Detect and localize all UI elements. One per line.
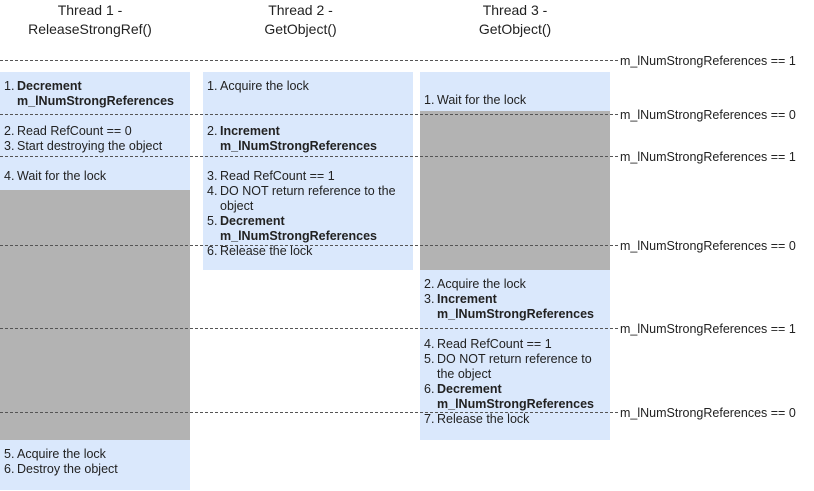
thread2-step-3: 3.Read RefCount == 1 <box>207 169 335 183</box>
timeline-divider <box>0 60 618 61</box>
refcount-label: m_lNumStrongReferences == 1 <box>620 54 796 68</box>
thread2-step-4: 4.DO NOT return reference to the object <box>207 184 396 213</box>
refcount-label: m_lNumStrongReferences == 1 <box>620 150 796 164</box>
thread1-step-2: 2.Read RefCount == 0 <box>4 124 132 138</box>
thread2-step-6: 6.Release the lock <box>207 244 313 258</box>
thread1-step-1: 1.Decrement m_lNumStrongReferences <box>4 79 174 108</box>
thread3-step-5: 5.DO NOT return reference to the object <box>424 352 592 381</box>
thread3-header: Thread 3 - GetObject() <box>420 1 610 39</box>
refcount-label: m_lNumStrongReferences == 1 <box>620 322 796 336</box>
thread3-step-3: 3.Increment m_lNumStrongReferences <box>424 292 594 321</box>
thread2-function: GetObject() <box>264 21 337 37</box>
thread3-step-4: 4.Read RefCount == 1 <box>424 337 552 351</box>
thread2-step-1: 1.Acquire the lock <box>207 79 309 93</box>
refcount-label: m_lNumStrongReferences == 0 <box>620 239 796 253</box>
thread1-blocked-region <box>0 190 190 440</box>
thread1-step-4: 4.Wait for the lock <box>4 169 107 183</box>
timeline-divider <box>0 328 618 329</box>
thread3-function: GetObject() <box>478 21 552 37</box>
timeline-divider <box>0 114 618 115</box>
thread3-step-1: 1.Wait for the lock <box>424 93 527 107</box>
thread1-title: Thread 1 - <box>57 2 123 18</box>
thread2-column <box>203 72 413 270</box>
thread2-header: Thread 2 - GetObject() <box>203 1 398 39</box>
thread3-step-7: 7.Release the lock <box>424 412 530 426</box>
thread3-title: Thread 3 - <box>482 2 548 18</box>
timeline-divider <box>0 245 618 246</box>
thread1-step-5: 5.Acquire the lock <box>4 447 106 461</box>
thread3-blocked-region <box>420 111 610 270</box>
thread2-title: Thread 2 - <box>268 2 333 18</box>
thread3-step-2: 2.Acquire the lock <box>424 277 526 291</box>
thread1-function: ReleaseStrongRef() <box>28 21 152 37</box>
refcount-label: m_lNumStrongReferences == 0 <box>620 406 796 420</box>
timeline-divider <box>0 412 618 413</box>
thread3-step-6: 6.Decrement m_lNumStrongReferences <box>424 382 594 411</box>
thread2-step-2: 2.Increment m_lNumStrongReferences <box>207 124 377 153</box>
timeline-divider <box>0 156 618 157</box>
thread2-step-5: 5.Decrement m_lNumStrongReferences <box>207 214 377 243</box>
thread1-step-6: 6.Destroy the object <box>4 462 118 476</box>
thread1-header: Thread 1 - ReleaseStrongRef() <box>0 1 180 39</box>
refcount-label: m_lNumStrongReferences == 0 <box>620 108 796 122</box>
thread1-step-3: 3.Start destroying the object <box>4 139 163 153</box>
